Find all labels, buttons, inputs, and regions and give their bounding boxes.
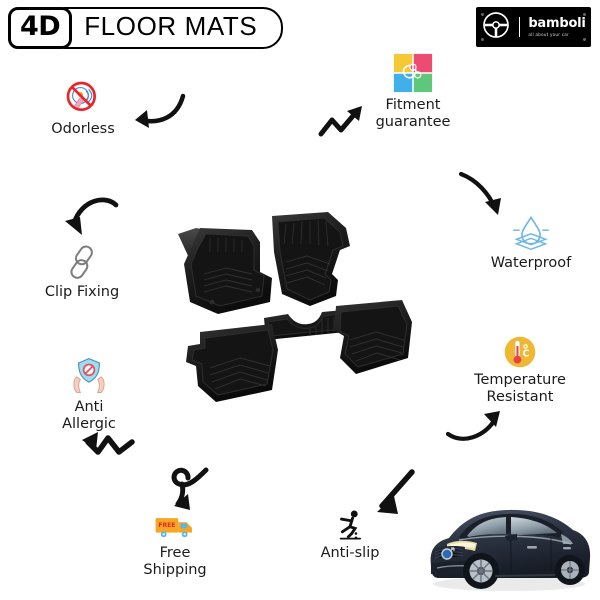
logo-corner-dot [583,13,586,16]
feature-label-line: Free [159,545,191,561]
arrow-to-anti-allergic [76,428,138,468]
steering-wheel-icon [481,10,511,44]
feature-label-line: Resistant [486,389,554,406]
feature-clip-fixing: Clip Fixing [12,243,152,301]
header: 4D FLOOR MATS [0,0,600,56]
svg-text:C: C [523,348,530,359]
feature-label: Odorless [51,121,115,137]
brand-logo: bamboli all about your car [476,7,591,47]
mat-front-right [272,212,350,306]
feature-free-shipping: FREE Free Shipping [115,512,235,579]
feature-odorless: Odorless [18,78,148,138]
feature-label: Temperature Resistant [440,372,600,406]
water-droplet-layers-icon [466,212,596,252]
feature-label: Anti Allergic [24,399,154,433]
mat-center-tunnel [264,310,346,340]
brand-name: bamboli [528,15,586,31]
feature-label: Anti-slip [320,545,380,561]
logo-corner-dot [481,13,484,16]
slipping-person-icon [290,508,410,542]
feature-temperature-resistant: C Temperature Resistant [440,335,600,406]
mat-front-left [178,228,272,314]
page-title: FLOOR MATS [64,7,284,49]
feature-anti-allergic: Anti Allergic [24,356,154,433]
arrow-to-fitment [316,102,372,142]
feature-label-line: Allergic [62,416,116,433]
thermometer-celsius-icon: C [440,335,600,369]
title-group: 4D FLOOR MATS [8,7,284,49]
logo-divider [519,17,521,37]
feature-label-line: Anti [74,399,104,415]
no-odor-icon [18,78,148,118]
feature-label: Clip Fixing [44,284,120,300]
arrow-to-clip-fixing [62,193,122,249]
svg-text:FREE: FREE [158,522,175,529]
feature-waterproof: Waterproof [466,212,596,272]
logo-corner-dot [481,38,484,41]
feature-label: Free Shipping [115,545,235,579]
mat-rear-right [334,300,412,374]
arrow-to-temperature [440,408,508,452]
feature-label-line: Fitment [385,97,441,113]
car-image [423,492,595,600]
arrow-to-free-shipping [166,462,222,518]
chain-link-icon [12,243,152,281]
feature-label-line: Temperature [474,372,566,388]
feature-label: Fitment guarantee [338,97,488,131]
feature-label-line: Shipping [143,562,207,579]
front-wheel [463,553,499,589]
feature-label-line: guarantee [375,114,451,131]
delivery-truck-icon: FREE [115,512,235,542]
feature-anti-slip: Anti-slip [290,508,410,562]
mat-rear-left [186,324,278,402]
brand-tagline: all about your car [528,31,569,37]
arrow-to-odorless [125,88,187,136]
puzzle-pieces-icon [338,52,488,94]
floor-mats-image [160,190,420,419]
feature-label: Waterproof [490,255,572,271]
arrow-to-anti-slip [364,466,420,522]
shield-hands-icon [24,356,154,396]
feature-fitment-guarantee: Fitment guarantee [338,52,488,131]
rear-wheel [555,555,585,585]
logo-corner-dot [583,38,586,41]
arrow-to-waterproof [455,168,511,220]
badge-4d: 4D [8,7,73,49]
